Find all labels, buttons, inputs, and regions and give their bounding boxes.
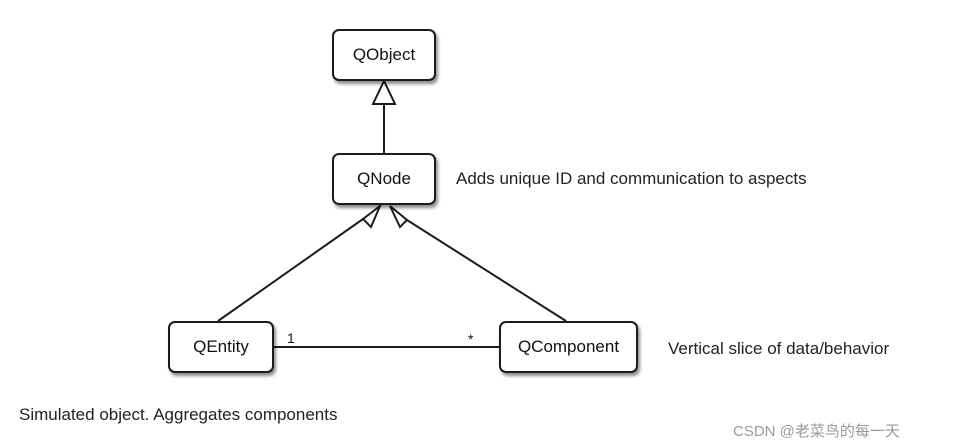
note-qnode-description: Adds unique ID and communication to aspe… — [456, 169, 807, 188]
association-multiplicity-one: 1 — [287, 330, 295, 346]
association-multiplicity-many: * — [468, 331, 474, 347]
class-qcomponent: QComponent — [499, 321, 638, 373]
note-qentity-description: Simulated object. Aggregates components — [19, 405, 338, 424]
edge-qcomponent-to-qnode — [406, 219, 567, 322]
inheritance-arrowhead-qobject — [371, 78, 397, 105]
watermark-text: CSDN @老菜鸟的每一天 — [733, 423, 900, 440]
inheritance-arrowhead-qnode-right — [389, 205, 409, 229]
inheritance-arrowhead-qnode-left — [361, 202, 383, 229]
class-qentity: QEntity — [168, 321, 274, 373]
class-qobject: QObject — [332, 29, 436, 81]
note-qcomponent-description: Vertical slice of data/behavior — [668, 339, 890, 358]
edge-qentity-to-qnode — [217, 218, 364, 322]
class-qnode: QNode — [332, 153, 436, 205]
